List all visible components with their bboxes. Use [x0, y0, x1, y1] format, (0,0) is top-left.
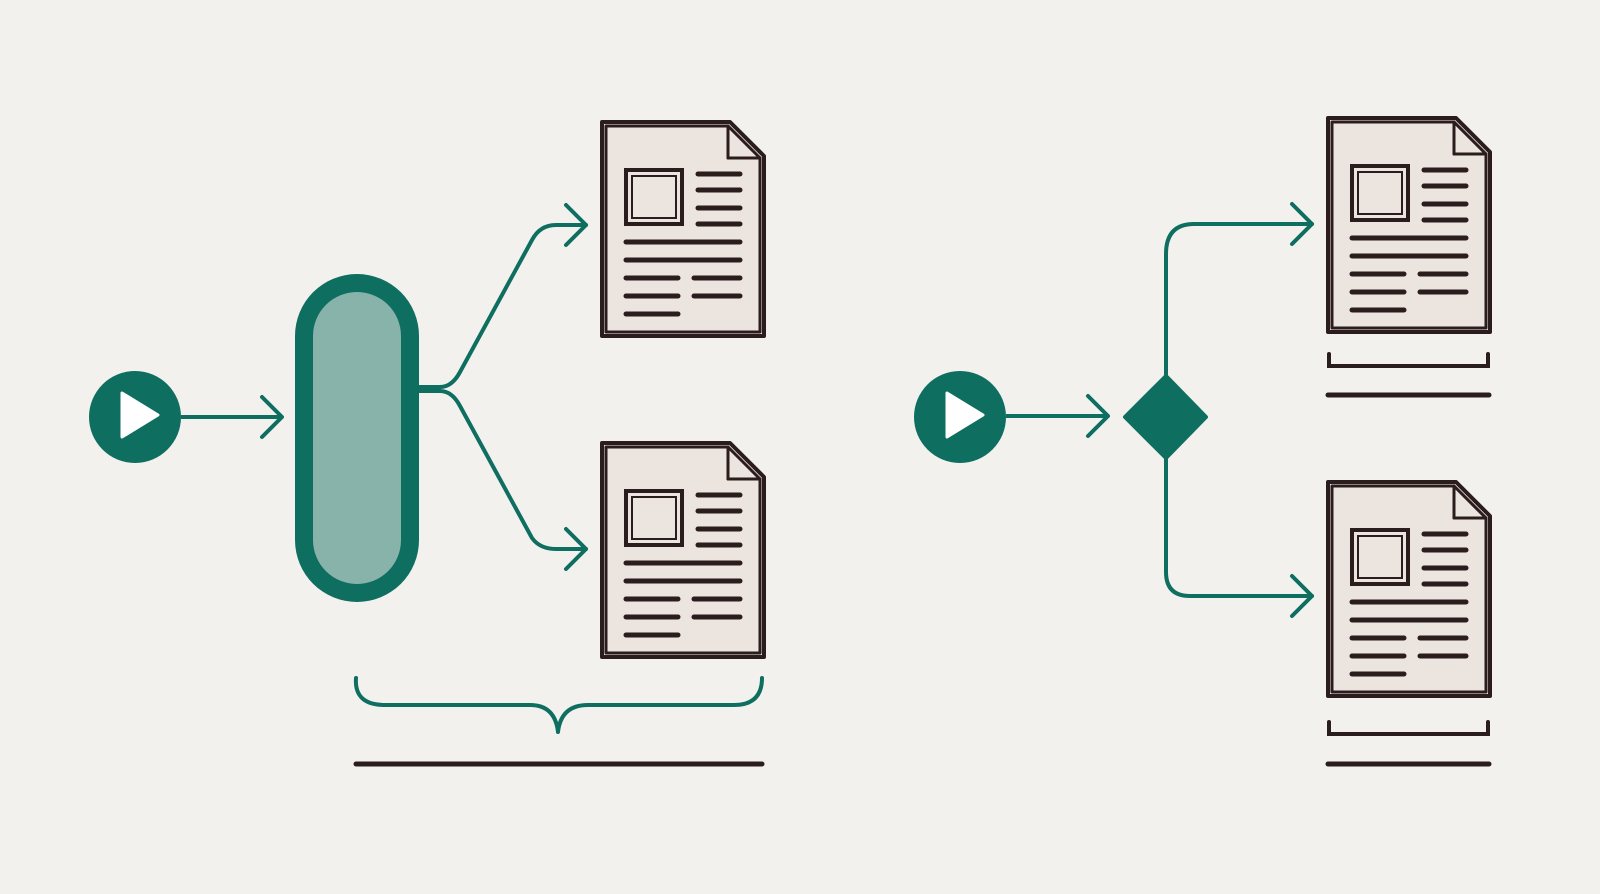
arrow-start-to-decision: [1006, 394, 1110, 438]
play-circle-icon: [914, 371, 1006, 463]
document-icon: [1328, 482, 1490, 696]
play-circle-icon: [89, 371, 181, 463]
output-label-top: [1325, 352, 1492, 398]
curly-brace: [353, 676, 764, 734]
process-capsule: [295, 274, 419, 602]
document-icon: [602, 443, 764, 657]
document-icon: [1328, 118, 1490, 332]
output-label-bottom: [1325, 720, 1492, 767]
branch-connectors: [1164, 222, 1314, 598]
document-icon: [602, 122, 764, 336]
right-flow: [914, 118, 1492, 767]
decision-diamond: [1123, 374, 1208, 460]
split-connector: [417, 223, 588, 551]
arrow-start-to-process: [181, 395, 284, 439]
left-flow: [89, 122, 764, 767]
